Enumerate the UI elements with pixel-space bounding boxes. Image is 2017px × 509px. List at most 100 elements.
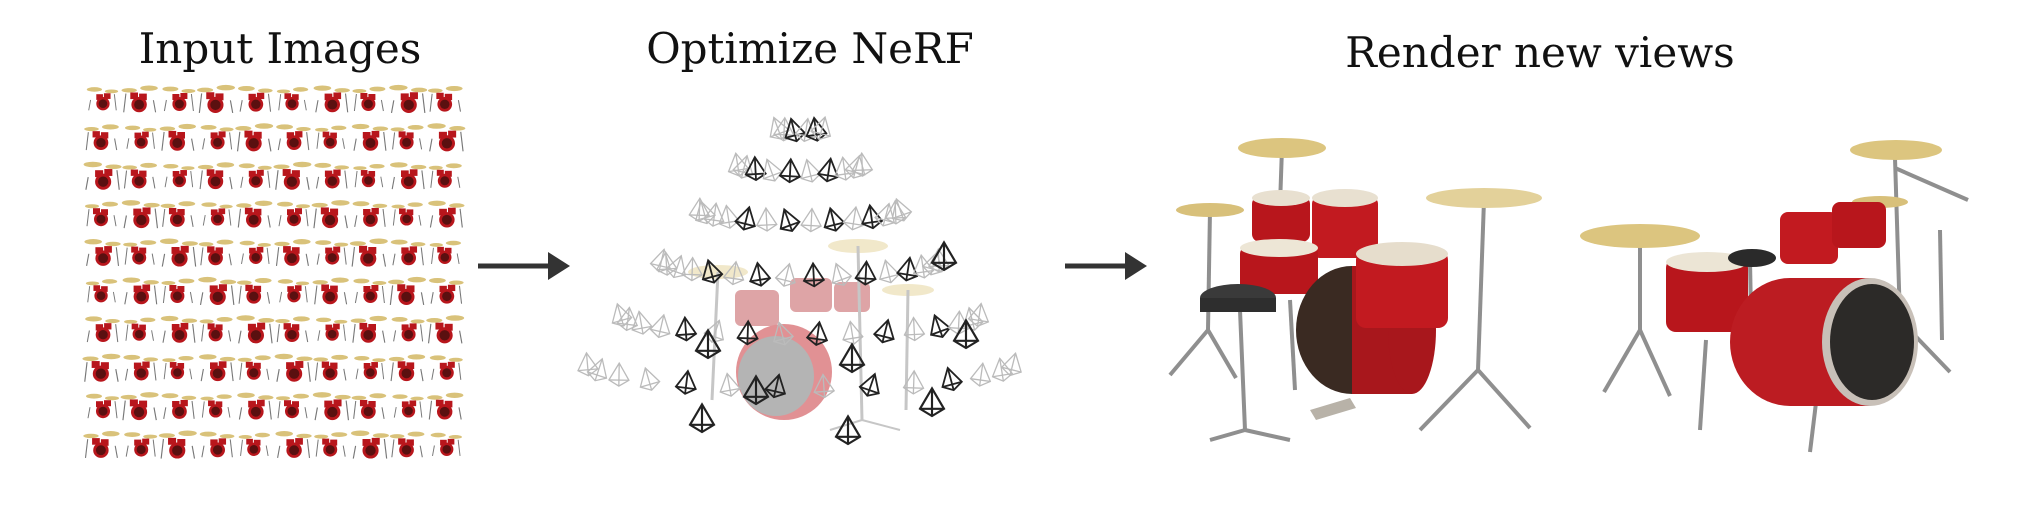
camera-frustum-icon	[834, 415, 862, 446]
optimize-nerf-title: Optimize NeRF	[646, 24, 974, 73]
input-image-thumbnail	[81, 353, 121, 383]
input-image-thumbnail	[428, 162, 463, 189]
input-image-thumbnail	[196, 84, 236, 114]
input-image-thumbnail	[159, 123, 197, 152]
input-image-thumbnail	[390, 124, 425, 150]
input-image-thumbnail	[161, 355, 195, 380]
input-image-thumbnail	[122, 276, 160, 305]
input-image-thumbnail	[276, 86, 309, 111]
camera-frustum-icon	[584, 355, 613, 385]
input-image-thumbnail	[391, 393, 425, 419]
input-image-thumbnail	[389, 431, 425, 458]
camera-frustum-icon	[715, 203, 741, 231]
input-image-thumbnail	[430, 432, 463, 457]
input-image-thumbnail	[353, 355, 387, 380]
input-image-thumbnail	[235, 314, 275, 344]
camera-frustum-icon	[969, 361, 994, 389]
input-image-thumbnail	[351, 392, 387, 420]
input-image-thumbnail	[427, 85, 464, 113]
input-image-thumbnail	[276, 201, 311, 227]
arrow-to-render	[1065, 252, 1147, 280]
arrow-to-optimize	[478, 252, 570, 280]
input-image-thumbnail	[428, 277, 465, 305]
input-image-thumbnail	[235, 200, 273, 229]
input-image-thumbnail	[120, 391, 160, 421]
camera-frustum-icon	[628, 309, 654, 337]
input-image-thumbnail	[352, 163, 386, 188]
camera-frustum-icon	[756, 155, 785, 185]
camera-frustum-icon	[733, 203, 760, 233]
input-images-title: Input Images	[138, 24, 422, 73]
input-image-thumbnail	[86, 86, 119, 111]
input-image-thumbnail	[197, 276, 237, 306]
input-image-thumbnail	[121, 162, 158, 189]
input-image-thumbnail	[274, 315, 311, 343]
input-image-thumbnail	[239, 240, 272, 265]
input-image-thumbnail	[234, 122, 274, 152]
input-image-thumbnail	[426, 122, 466, 152]
input-image-thumbnail	[312, 391, 352, 421]
input-image-thumbnail	[429, 240, 462, 265]
camera-frustum-icon	[819, 205, 847, 235]
input-image-thumbnail	[390, 201, 424, 227]
camera-frustum-icon	[967, 301, 992, 329]
camera-frustum-icon	[648, 312, 675, 341]
input-image-thumbnail	[388, 84, 428, 114]
camera-frustum-icon	[746, 260, 772, 289]
input-image-thumbnail	[83, 238, 122, 267]
input-image-thumbnail	[312, 354, 349, 381]
input-image-thumbnail	[159, 237, 199, 268]
input-image-thumbnail	[275, 393, 310, 419]
input-image-thumbnail	[311, 276, 350, 305]
input-image-thumbnail	[388, 353, 426, 382]
input-image-thumbnail	[349, 237, 389, 268]
input-image-thumbnail	[199, 316, 234, 342]
input-image-thumbnail	[425, 314, 465, 344]
camera-frustum-icon	[871, 316, 899, 346]
input-image-thumbnail	[198, 353, 236, 382]
input-image-thumbnail	[275, 123, 312, 151]
input-image-thumbnail	[387, 276, 427, 306]
input-image-thumbnail	[427, 200, 466, 229]
input-image-thumbnail	[121, 199, 161, 229]
camera-frustum-icon	[841, 204, 867, 232]
input-image-thumbnail	[273, 238, 312, 267]
input-image-thumbnail	[277, 278, 310, 303]
input-image-thumbnail	[82, 430, 121, 459]
input-image-thumbnail	[85, 393, 120, 419]
camera-frustum-icon	[755, 206, 778, 233]
input-image-thumbnail	[352, 278, 387, 304]
camera-frustum-icon	[875, 257, 902, 286]
input-image-thumbnail	[389, 161, 427, 190]
input-image-thumbnail	[274, 353, 314, 383]
input-image-thumbnail	[350, 315, 388, 344]
input-image-thumbnail	[200, 124, 235, 150]
input-image-thumbnail	[429, 354, 464, 381]
camera-frustum-icon	[773, 205, 803, 236]
camera-frustum-icon	[918, 387, 946, 418]
input-image-thumbnail	[237, 354, 272, 381]
camera-frustum-icon	[688, 403, 716, 434]
input-image-thumbnail	[160, 200, 196, 228]
camera-frustum-icon	[924, 311, 953, 342]
input-image-thumbnail	[314, 125, 347, 150]
camera-frustum-icon	[688, 197, 711, 223]
input-image-thumbnail	[238, 162, 273, 189]
input-image-thumbnail	[85, 278, 118, 303]
input-image-thumbnail	[199, 431, 235, 458]
input-image-thumbnail	[158, 429, 198, 460]
input-image-thumbnail	[161, 86, 196, 112]
input-image-thumbnail	[351, 86, 386, 112]
input-image-thumbnail	[197, 161, 235, 190]
input-image-thumbnail	[313, 162, 350, 189]
input-image-thumbnail	[237, 85, 274, 113]
camera-frustum-icon	[800, 207, 823, 233]
input-image-thumbnail	[161, 392, 197, 420]
input-image-thumbnail	[350, 429, 390, 460]
input-image-thumbnail	[352, 200, 388, 228]
camera-frustum-icon	[930, 241, 958, 272]
input-image-thumbnail	[83, 123, 120, 151]
input-image-thumbnail	[162, 163, 196, 188]
input-image-thumbnail	[236, 277, 273, 305]
camera-frustum-icon	[895, 255, 921, 283]
